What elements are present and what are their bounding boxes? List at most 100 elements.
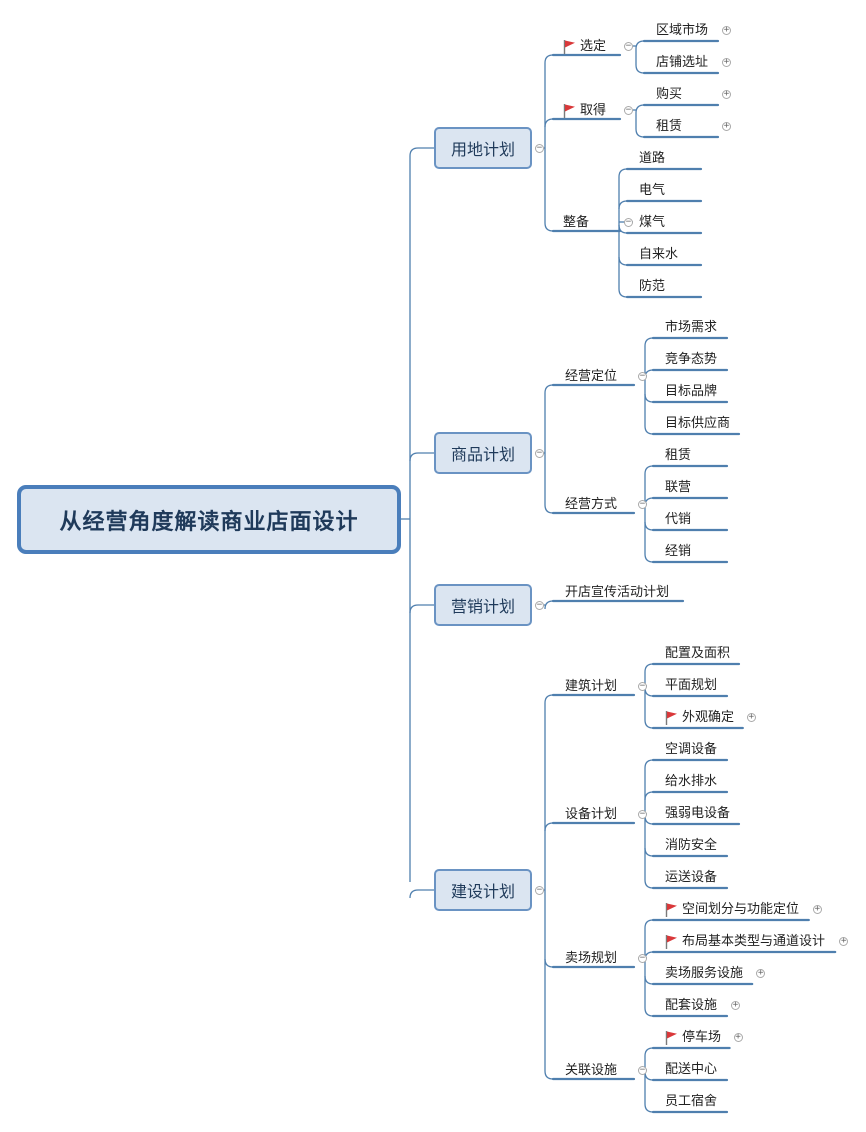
subtopic-4-3[interactable]: 卖场规划 xyxy=(565,951,617,966)
expand-toggle-leaf[interactable]: + xyxy=(722,57,731,67)
leaf-topic[interactable]: 租赁 xyxy=(665,448,691,463)
leaf-topic[interactable]: 购买 xyxy=(656,87,682,102)
subtopic-1-3-bracket-elbow-1 xyxy=(618,200,628,210)
leaf-topic[interactable]: 配置及面积 xyxy=(665,646,730,661)
expand-toggle-leaf[interactable]: + xyxy=(722,121,731,131)
main-topic-2[interactable]: 商品计划 xyxy=(434,432,532,474)
collapse-toggle-subtopic[interactable]: − xyxy=(638,681,647,691)
subtopic-4-2-bracket-elbow-0 xyxy=(644,759,654,769)
subtopic-1-1-bracket-elbow-0 xyxy=(635,40,645,50)
main-topic-3[interactable]: 营销计划 xyxy=(434,584,532,626)
branch-1-bracket-elbow-0 xyxy=(544,54,554,64)
leaf-topic[interactable]: 租赁 xyxy=(656,119,682,134)
expand-toggle-leaf[interactable]: + xyxy=(731,1000,740,1010)
leaf-topic[interactable]: 市场需求 xyxy=(665,320,717,335)
leaf-topic[interactable]: 运送设备 xyxy=(665,870,717,885)
subtopic-3-1[interactable]: 开店宣传活动计划 xyxy=(565,585,669,600)
subtopic-1-2[interactable]: 取得 xyxy=(563,103,606,118)
branch-4-bracket-elbow-0 xyxy=(544,694,554,704)
leaf-topic[interactable]: 联营 xyxy=(665,480,691,495)
leaf-topic[interactable]: 目标供应商 xyxy=(665,416,730,431)
collapse-toggle-subtopic[interactable]: − xyxy=(638,371,647,381)
subtopic-1-3-bracket-elbow-0 xyxy=(618,168,628,178)
collapse-toggle-subtopic[interactable]: − xyxy=(624,105,633,115)
collapse-toggle-subtopic[interactable]: − xyxy=(638,1065,647,1075)
subtopic-2-2-bracket-elbow-0 xyxy=(644,465,654,475)
collapse-toggle-subtopic[interactable]: − xyxy=(638,809,647,819)
leaf-topic[interactable]: 防范 xyxy=(639,279,665,294)
leaf-topic[interactable]: 煤气 xyxy=(639,215,665,230)
expand-toggle-leaf[interactable]: + xyxy=(722,25,731,35)
subtopic-4-4[interactable]: 关联设施 xyxy=(565,1063,617,1078)
expand-toggle-leaf[interactable]: + xyxy=(746,712,756,722)
leaf-topic[interactable]: 代销 xyxy=(665,512,691,527)
collapse-toggle-subtopic[interactable]: − xyxy=(638,499,647,509)
flag-icon xyxy=(563,39,576,54)
collapse-toggle-branch-3[interactable]: − xyxy=(535,600,544,610)
leaf-topic[interactable]: 空间划分与功能定位 xyxy=(665,902,799,917)
subtopic-1-3-bracket-elbow-4 xyxy=(618,288,628,298)
flag-icon xyxy=(665,710,678,725)
expand-toggle-leaf[interactable]: + xyxy=(839,936,849,946)
leaf-topic[interactable]: 竞争态势 xyxy=(665,352,717,367)
leaf-topic[interactable]: 卖场服务设施 xyxy=(665,966,743,981)
leaf-topic[interactable]: 配套设施 xyxy=(665,998,717,1013)
subtopic-4-1[interactable]: 建筑计划 xyxy=(565,679,617,694)
subtopic-4-2[interactable]: 设备计划 xyxy=(565,807,617,822)
leaf-topic[interactable]: 消防安全 xyxy=(665,838,717,853)
subtopic-2-1-label: 经营定位 xyxy=(565,369,618,384)
subtopic-1-3-label: 整备 xyxy=(563,215,590,230)
leaf-topic[interactable]: 强弱电设备 xyxy=(665,806,730,821)
main-topic-1[interactable]: 用地计划 xyxy=(434,127,532,169)
collapse-toggle-subtopic[interactable]: − xyxy=(624,41,633,51)
leaf-topic[interactable]: 空调设备 xyxy=(665,742,717,757)
subtopic-2-2-label: 经营方式 xyxy=(565,497,618,512)
subtopic-4-4-bracket-elbow-0 xyxy=(644,1047,654,1057)
collapse-toggle-branch-2[interactable]: − xyxy=(535,448,544,458)
collapse-toggle-branch-4[interactable]: − xyxy=(535,885,544,895)
leaf-topic[interactable]: 经销 xyxy=(665,544,691,559)
branch-4-bracket-elbow-2 xyxy=(544,958,554,968)
subtopic-4-4-bracket-elbow-2 xyxy=(644,1103,654,1113)
subtopic-2-2[interactable]: 经营方式 xyxy=(565,497,617,512)
leaf-topic[interactable]: 自来水 xyxy=(639,247,678,262)
subtopic-4-3-bracket-elbow-2 xyxy=(644,975,654,985)
leaf-topic[interactable]: 店铺选址 xyxy=(656,55,708,70)
expand-toggle-leaf[interactable]: + xyxy=(722,89,731,99)
leaf-topic[interactable]: 外观确定 xyxy=(665,710,734,725)
leaf-topic[interactable]: 布局基本类型与通道设计 xyxy=(665,934,825,949)
leaf-topic[interactable]: 区域市场 xyxy=(656,23,708,38)
leaf-topic[interactable]: 平面规划 xyxy=(665,678,717,693)
main-topic-4[interactable]: 建设计划 xyxy=(434,869,532,911)
flag-icon xyxy=(563,103,576,118)
subtopic-1-1[interactable]: 选定 xyxy=(563,39,606,54)
leaf-topic[interactable]: 停车场 xyxy=(665,1030,721,1045)
leaf-topic[interactable]: 员工宿舍 xyxy=(665,1094,717,1109)
subtopic-4-1-label: 建筑计划 xyxy=(565,679,618,694)
leaf-topic[interactable]: 道路 xyxy=(639,151,665,166)
leaf-topic-label: 配送中心 xyxy=(665,1062,718,1077)
subtopic-2-1[interactable]: 经营定位 xyxy=(565,369,617,384)
central-topic[interactable]: 从经营角度解读商业店面设计 xyxy=(17,485,401,554)
leaf-topic[interactable]: 目标品牌 xyxy=(665,384,717,399)
collapse-toggle-branch-1[interactable]: − xyxy=(535,143,544,153)
branch-2-bracket-elbow-1 xyxy=(544,504,554,514)
trunk-elbow-3 xyxy=(409,889,434,899)
subtopic-3-1-label: 开店宣传活动计划 xyxy=(565,585,670,600)
leaf-topic-label: 购买 xyxy=(656,87,683,102)
collapse-toggle-subtopic[interactable]: − xyxy=(638,953,647,963)
subtopic-4-1-bracket-elbow-0 xyxy=(644,663,654,673)
expand-toggle-leaf[interactable]: + xyxy=(733,1032,743,1042)
leaf-topic-label: 代销 xyxy=(665,512,692,527)
expand-toggle-leaf[interactable]: + xyxy=(812,904,822,914)
connector-lines xyxy=(401,39,837,1114)
subtopic-1-3[interactable]: 整备 xyxy=(563,215,589,230)
leaf-topic[interactable]: 电气 xyxy=(639,183,665,198)
subtopic-1-2-label: 取得 xyxy=(580,103,607,118)
leaf-topic-label: 消防安全 xyxy=(665,838,718,853)
leaf-topic-label: 空间划分与功能定位 xyxy=(682,902,800,917)
leaf-topic[interactable]: 给水排水 xyxy=(665,774,717,789)
expand-toggle-leaf[interactable]: + xyxy=(756,968,766,978)
leaf-topic[interactable]: 配送中心 xyxy=(665,1062,717,1077)
collapse-toggle-subtopic[interactable]: − xyxy=(624,217,633,227)
